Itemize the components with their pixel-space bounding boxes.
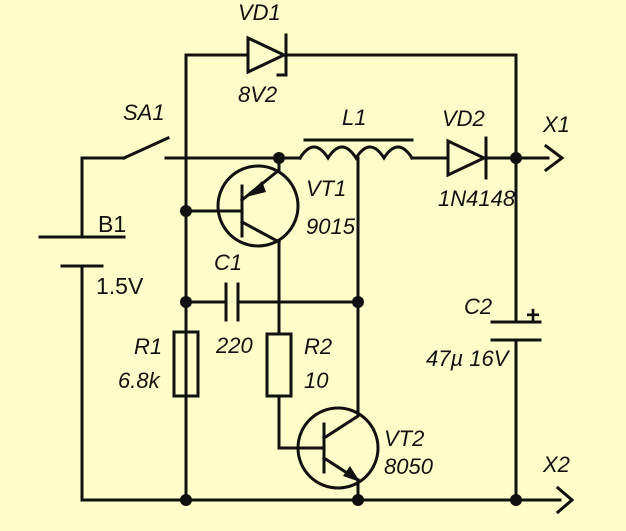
l1-ref-label: L1 [342,105,366,130]
battery-b1: B1 1.5V [38,211,144,299]
resistor-r2: R2 10 [265,332,332,398]
switch-sa1: SA1 [122,100,170,160]
terminal-x2: X2 [542,452,575,515]
junction-dots [180,152,522,506]
transistor-vt2: VT2 8050 [296,406,434,490]
r1-value-label: 6.8k [118,368,161,393]
zener-diode-vd1: VD1 8V2 [238,0,288,107]
vt1-ref-label: VT1 [306,176,346,201]
c1-value-label: 220 [215,333,253,358]
x1-label: X1 [542,112,570,137]
x2-label: X2 [542,452,570,477]
wires [80,53,562,502]
capacitor-c1: C1 220 [214,250,253,358]
vt2-ref-label: VT2 [384,426,424,451]
inductor-l1: L1 [297,105,415,161]
r1-ref-label: R1 [134,334,162,359]
terminal-x1: X1 [542,112,570,173]
vd2-value-label: 1N4148 [438,186,516,211]
sa1-ref-label: SA1 [123,100,165,125]
vt2-value-label: 8050 [384,454,434,479]
transistor-vt1: VT1 9015 [216,156,356,248]
b1-ref-label: B1 [98,211,126,237]
vd1-ref-label: VD1 [238,0,281,25]
vd2-ref-label: VD2 [442,106,485,131]
vd1-value-label: 8V2 [238,82,277,107]
capacitor-c2: + C2 47µ 16V [426,294,542,371]
c2-polarity-mark: + [526,302,540,329]
vt1-value-label: 9015 [306,214,356,239]
b1-value-label: 1.5V [96,273,144,299]
c1-ref-label: C1 [214,250,242,275]
c2-ref-label: C2 [464,294,492,319]
resistor-r1: R1 6.8k [118,330,200,398]
c2-value-label: 47µ 16V [426,346,511,371]
r2-value-label: 10 [304,368,329,393]
diode-vd2: VD2 1N4148 [438,106,516,211]
r2-ref-label: R2 [304,334,332,359]
